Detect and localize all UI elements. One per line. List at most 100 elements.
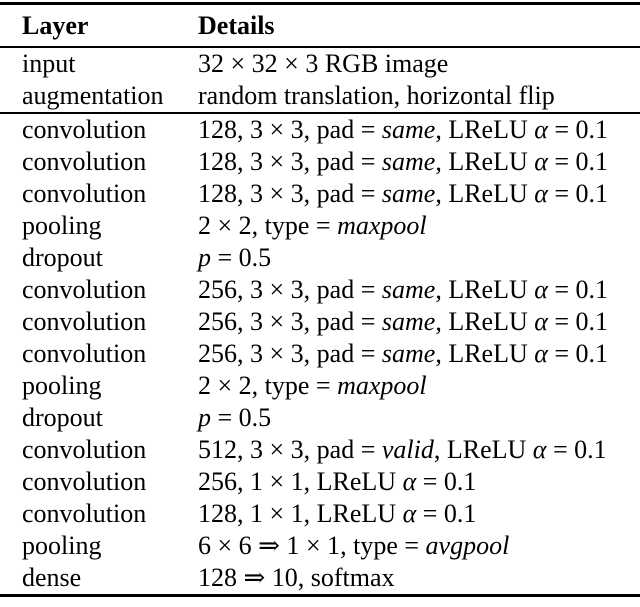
details-segment: = 0.5: [211, 243, 272, 272]
table-body: input 32 × 32 × 3 RGB image augmentation ra…: [0, 48, 640, 594]
layer-cell: dropout: [22, 403, 103, 432]
details-cell: 128 ⇒ 10, softmax: [198, 562, 640, 594]
details-segment: = 0.1: [547, 339, 609, 368]
table-row: pooling 2 × 2, type = maxpool: [0, 370, 640, 402]
details-segment-italic: same: [381, 115, 436, 144]
table-row: convolution 256, 1 × 1, LReLU α = 0.1: [0, 466, 640, 498]
details-segment: = 0.1: [547, 275, 609, 304]
details-segment: , LReLU: [435, 275, 535, 304]
top-rule: [0, 2, 640, 5]
details-segment: 2 × 2, type =: [198, 371, 338, 400]
details-segment-italic: α: [534, 339, 548, 368]
layer-cell: input: [22, 49, 76, 78]
details-segment-italic: α: [534, 179, 548, 208]
layer-cell: convolution: [22, 179, 147, 208]
layer-cell: convolution: [22, 307, 147, 336]
table-row: dropout p = 0.5: [0, 402, 640, 434]
details-segment: , LReLU: [435, 307, 535, 336]
details-cell: 128, 3 × 3, pad = same, LReLU α = 0.1: [198, 146, 640, 178]
details-cell: 256, 3 × 3, pad = same, LReLU α = 0.1: [198, 306, 640, 338]
details-segment: 256, 3 × 3, pad =: [198, 339, 382, 368]
group-separator-rule: [0, 112, 640, 114]
details-segment: 256, 3 × 3, pad =: [198, 307, 382, 336]
table-row: convolution 256, 3 × 3, pad = same, LReLU…: [0, 306, 640, 338]
details-segment-italic: α: [534, 147, 548, 176]
details-cell: 128, 3 × 3, pad = same, LReLU α = 0.1: [198, 178, 640, 210]
layer-cell: pooling: [22, 531, 102, 560]
table-row: pooling 2 × 2, type = maxpool: [0, 210, 640, 242]
details-segment: = 0.1: [547, 147, 609, 176]
details-segment: , LReLU: [433, 435, 533, 464]
details-segment: = 0.1: [547, 179, 609, 208]
details-segment-italic: α: [534, 115, 548, 144]
details-segment-italic: same: [381, 275, 436, 304]
details-segment-italic: maxpool: [337, 371, 427, 400]
table-header-row: Layer Details: [0, 5, 640, 46]
layer-cell: convolution: [22, 147, 147, 176]
details-segment: 2 × 2, type =: [198, 211, 338, 240]
details-segment-italic: same: [381, 307, 436, 336]
details-cell: 128, 1 × 1, LReLU α = 0.1: [198, 498, 640, 530]
layer-cell: convolution: [22, 115, 147, 144]
details-segment-italic: avgpool: [425, 531, 510, 560]
details-segment: 128, 3 × 3, pad =: [198, 147, 382, 176]
details-segment: 256, 1 × 1, LReLU: [198, 467, 403, 496]
column-header-details: Details: [198, 10, 275, 40]
layer-cell: pooling: [22, 211, 102, 240]
details-segment: random translation, horizontal flip: [198, 81, 555, 110]
details-cell: 256, 3 × 3, pad = same, LReLU α = 0.1: [198, 338, 640, 370]
details-segment: 6 × 6 ⇒ 1 × 1, type =: [198, 531, 426, 560]
details-cell: 256, 3 × 3, pad = same, LReLU α = 0.1: [198, 274, 640, 306]
layer-cell: convolution: [22, 467, 147, 496]
details-segment-italic: α: [402, 499, 417, 528]
details-cell: 256, 1 × 1, LReLU α = 0.1: [198, 466, 640, 498]
table-row: pooling 6 × 6 ⇒ 1 × 1, type = avgpool: [0, 530, 640, 562]
table-row: convolution 512, 3 × 3, pad = valid, LReL…: [0, 434, 640, 466]
details-cell: 128, 3 × 3, pad = same, LReLU α = 0.1: [198, 114, 640, 146]
details-cell: 2 × 2, type = maxpool: [198, 210, 640, 242]
details-segment: , LReLU: [435, 147, 535, 176]
details-segment-italic: same: [381, 339, 436, 368]
column-header-layer: Layer: [22, 10, 89, 40]
details-segment: , LReLU: [435, 339, 535, 368]
details-segment: 128, 3 × 3, pad =: [198, 115, 382, 144]
table-row: convolution 128, 1 × 1, LReLU α = 0.1: [0, 498, 640, 530]
details-segment: 128, 3 × 3, pad =: [198, 179, 382, 208]
layer-cell: convolution: [22, 275, 147, 304]
details-segment-italic: α: [534, 275, 548, 304]
table-row: convolution 128, 3 × 3, pad = same, LReLU…: [0, 114, 640, 146]
layer-cell: augmentation: [22, 81, 164, 110]
table-row: input 32 × 32 × 3 RGB image: [0, 48, 640, 80]
table-row: augmentation random translation, horizont…: [0, 80, 640, 112]
details-segment-italic: p: [198, 403, 211, 432]
bottom-rule: [0, 594, 640, 597]
layer-cell: dropout: [22, 243, 103, 272]
details-segment-italic: maxpool: [337, 211, 427, 240]
details-cell: 32 × 32 × 3 RGB image: [198, 48, 640, 80]
details-segment-italic: α: [534, 307, 548, 336]
details-segment: = 0.1: [547, 115, 609, 144]
header-rule: [0, 46, 640, 48]
details-segment: , LReLU: [435, 115, 535, 144]
layer-cell: convolution: [22, 339, 147, 368]
details-segment: = 0.1: [416, 499, 477, 528]
details-cell: random translation, horizontal flip: [198, 80, 640, 112]
details-cell: p = 0.5: [198, 402, 640, 434]
details-segment: 512, 3 × 3, pad =: [198, 435, 382, 464]
table-row: convolution 256, 3 × 3, pad = same, LReLU…: [0, 338, 640, 370]
layer-cell: pooling: [22, 371, 102, 400]
details-cell: 512, 3 × 3, pad = valid, LReLU α = 0.1: [198, 434, 640, 466]
layer-cell: convolution: [22, 435, 147, 464]
details-segment: 256, 3 × 3, pad =: [198, 275, 382, 304]
details-segment: 128 ⇒ 10, softmax: [198, 563, 395, 592]
details-segment: = 0.1: [416, 467, 477, 496]
details-segment: = 0.1: [547, 307, 609, 336]
details-segment: 128, 1 × 1, LReLU: [198, 499, 403, 528]
layer-cell: convolution: [22, 499, 147, 528]
table-row: convolution 128, 3 × 3, pad = same, LReLU…: [0, 146, 640, 178]
details-segment-italic: valid: [381, 435, 434, 464]
details-segment: 32 × 32 × 3 RGB image: [198, 49, 449, 78]
